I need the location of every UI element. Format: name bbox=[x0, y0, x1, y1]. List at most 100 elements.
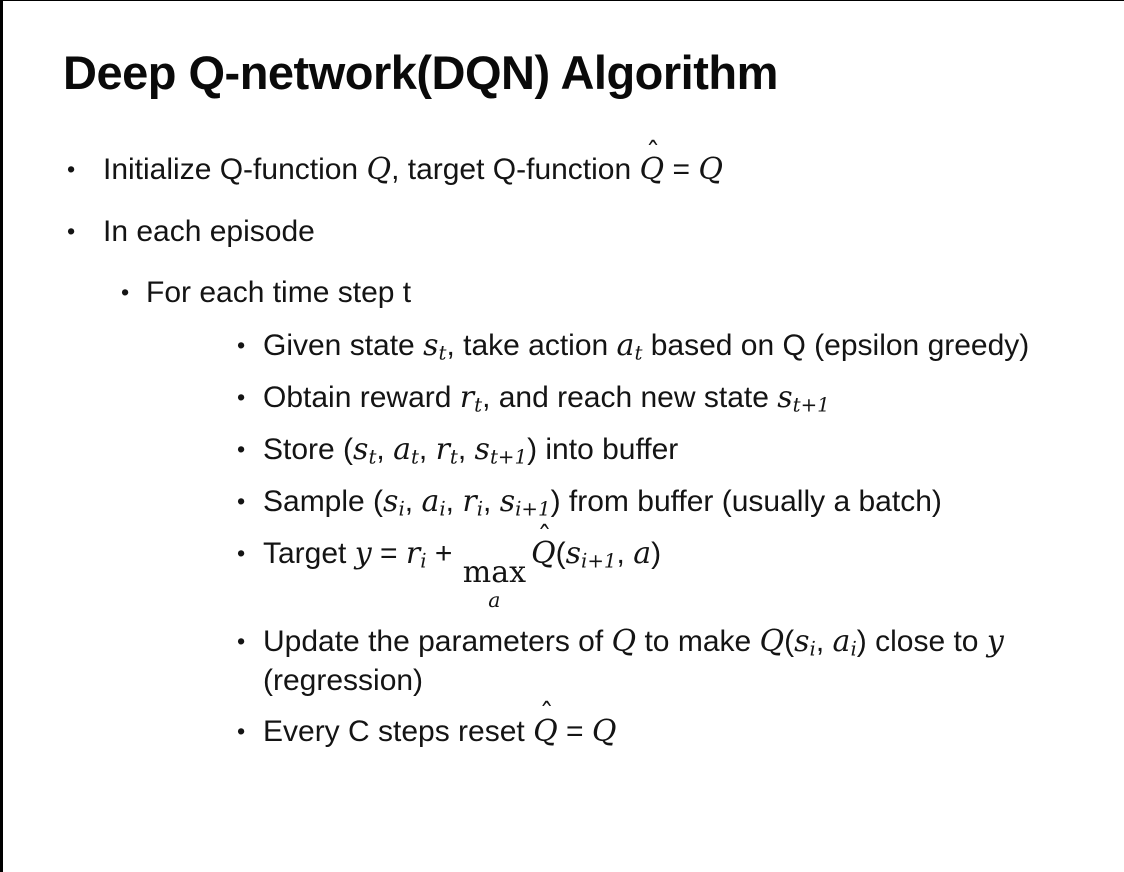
bullet-list: • Initialize Q-function Q, target Q-funct… bbox=[3, 137, 1085, 751]
hat-accent: ˆ bbox=[645, 137, 661, 171]
math-variable: a bbox=[832, 624, 851, 660]
math-variable: s bbox=[777, 379, 793, 415]
math-subscript: i bbox=[420, 549, 427, 573]
math-variable: y bbox=[354, 536, 372, 572]
math-variable: s bbox=[423, 327, 439, 363]
bullet-marker: • bbox=[237, 717, 246, 744]
bullet-text-run: ) into buffer bbox=[527, 433, 679, 467]
bullet-text-run: = bbox=[557, 714, 592, 748]
bullet-text-run: to make bbox=[636, 625, 760, 659]
math-subscript: i+1 bbox=[515, 497, 551, 521]
bullet-text-run: , take action bbox=[446, 328, 617, 362]
math-variable: Q bbox=[591, 713, 617, 749]
max-label: max bbox=[462, 554, 527, 590]
bullet-text-run: Every C steps reset bbox=[263, 714, 534, 748]
bullet-item: • In each episode bbox=[3, 213, 1085, 251]
hat-accent: ˆ bbox=[537, 520, 552, 554]
bullet-text-run: , bbox=[483, 485, 500, 519]
math-variable-subscripted: si bbox=[794, 624, 816, 661]
bullet-item: • For each time step t bbox=[3, 274, 1085, 312]
bullet-text-run: In each episode bbox=[103, 214, 315, 248]
math-variable: s bbox=[383, 484, 399, 520]
bullet-marker: • bbox=[67, 156, 76, 183]
bullet-text-run: ) close to bbox=[856, 625, 987, 659]
math-variable-subscripted: rt bbox=[436, 432, 458, 469]
max-underscript: a bbox=[488, 587, 501, 612]
bullet-item: •Store (st, at, rt, st+1) into buffer bbox=[3, 431, 1085, 470]
bullet-text-run: , bbox=[376, 433, 394, 467]
bullet-item: •Sample (si, ai, ri, si+1) from buffer (… bbox=[3, 483, 1085, 522]
math-variable-subscripted: st bbox=[423, 327, 447, 365]
math-variable: r bbox=[405, 536, 421, 572]
bullet-text-run: Update the parameters of bbox=[263, 625, 612, 659]
bullet-item: • Obtain reward rt, and reach new state s… bbox=[3, 379, 1085, 418]
math-variable-subscripted: rt bbox=[460, 380, 482, 416]
bullet-text: In each episode bbox=[103, 213, 1085, 251]
math-variable: Q bbox=[531, 536, 556, 572]
bullet-text: Sample (si, ai, ri, si+1) from buffer (u… bbox=[263, 483, 1085, 522]
math-variable-subscripted: st+1 bbox=[777, 379, 830, 416]
math-subscript: t bbox=[634, 341, 643, 365]
bullet-text-run: Initialize Q-function bbox=[103, 153, 367, 187]
math-variable-subscripted: at bbox=[617, 328, 643, 365]
bullet-text-run: , bbox=[445, 485, 463, 519]
math-variable: Q bbox=[366, 152, 392, 188]
math-variable-subscripted: st+1 bbox=[474, 432, 528, 469]
bullet-text-run: (regression) bbox=[263, 664, 424, 698]
math-variable-subscripted: ai bbox=[421, 484, 445, 520]
bullet-text-run: ( bbox=[784, 625, 795, 659]
bullet-text-run: = bbox=[664, 153, 699, 187]
bullet-text: Obtain reward rt, and reach new state st… bbox=[263, 379, 1085, 418]
bullet-text-run: = bbox=[371, 537, 406, 571]
math-subscript: t bbox=[438, 341, 447, 365]
bullet-marker: • bbox=[237, 436, 246, 463]
math-subscript: t bbox=[410, 445, 419, 469]
math-variable-subscripted: ri bbox=[462, 484, 484, 521]
bullet-text-run: Store ( bbox=[263, 433, 354, 467]
math-subscript: i bbox=[850, 637, 857, 661]
bullet-text-run: , bbox=[404, 485, 422, 519]
math-variable: r bbox=[462, 484, 477, 520]
bullet-marker: • bbox=[121, 279, 130, 306]
bullet-marker: • bbox=[237, 331, 246, 358]
bullet-text-run: ( bbox=[555, 537, 566, 571]
bullet-text: Given state st, take action at based on … bbox=[263, 327, 1085, 366]
slide-title: Deep Q-network(DQN) Algorithm bbox=[63, 46, 778, 99]
math-subscript: t bbox=[368, 445, 377, 469]
math-subscript: i+1 bbox=[581, 549, 617, 573]
math-variable: s bbox=[474, 432, 490, 468]
hat-accent: ˆ bbox=[539, 698, 554, 732]
math-variable: a bbox=[421, 484, 440, 520]
bullet-text-run: based on Q (epsilon greedy) bbox=[642, 328, 1030, 362]
bullet-text-run: + bbox=[426, 537, 461, 571]
math-variable: Q bbox=[698, 152, 723, 188]
math-subscript: i bbox=[476, 497, 484, 521]
bullet-text: For each time step t bbox=[146, 274, 1085, 312]
math-variable-subscripted: si bbox=[383, 484, 405, 521]
math-variable: y bbox=[986, 624, 1004, 660]
bullet-marker: • bbox=[237, 383, 246, 410]
bullet-text-run: , bbox=[457, 433, 475, 467]
math-variable-subscripted: at bbox=[393, 432, 419, 469]
math-variable: s bbox=[794, 624, 810, 660]
math-subscript: t bbox=[449, 445, 458, 469]
bullet-text-run: , bbox=[815, 625, 833, 659]
math-variable-subscripted: ai bbox=[832, 624, 857, 661]
bullet-text: Initialize Q-function Q, target Q-functi… bbox=[103, 137, 1085, 189]
bullet-text-run: , bbox=[418, 433, 436, 467]
bullet-text: Store (st, at, rt, st+1) into buffer bbox=[263, 431, 1085, 470]
math-subscript: i bbox=[398, 497, 405, 521]
math-subscript: t+1 bbox=[489, 445, 528, 469]
math-subscript: i bbox=[809, 637, 816, 661]
bullet-marker: • bbox=[237, 540, 246, 567]
bullet-item: •Given state st, take action at based on… bbox=[3, 327, 1085, 366]
bullet-marker: • bbox=[67, 217, 76, 244]
